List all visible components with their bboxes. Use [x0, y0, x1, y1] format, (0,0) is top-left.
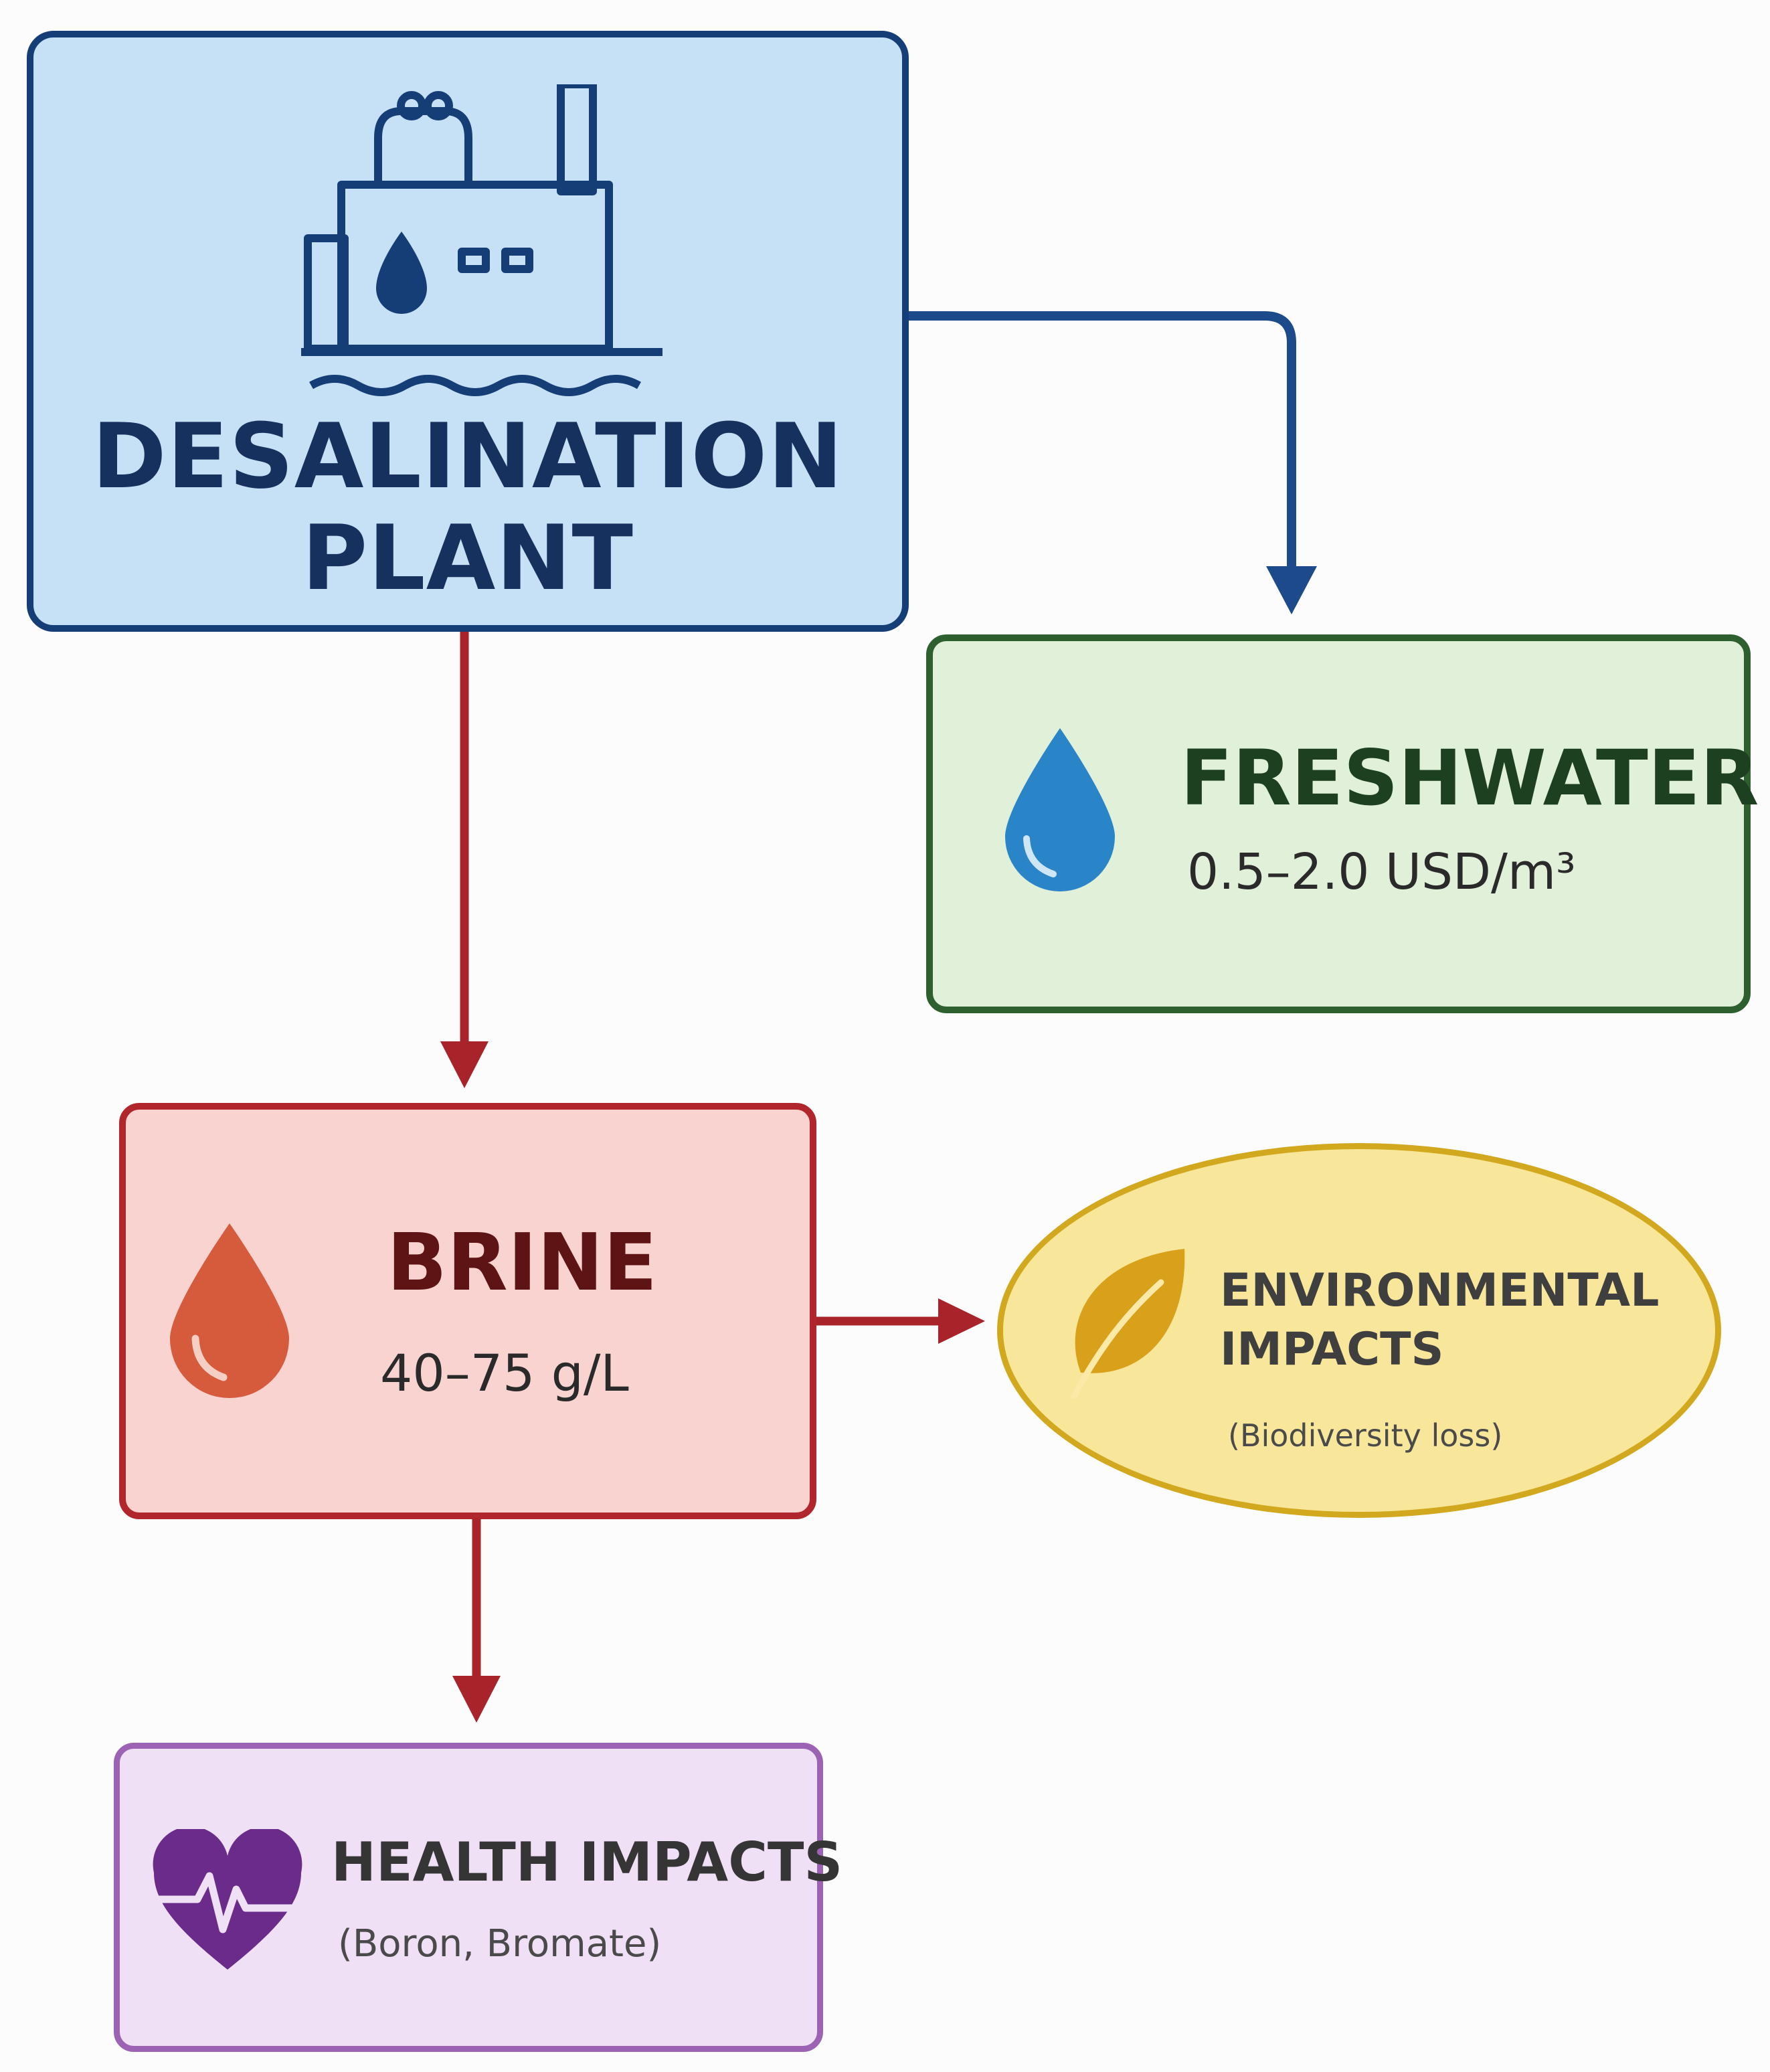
health-impacts-node: HEALTH IMPACTS (Boron, Bromate) — [114, 1743, 843, 2052]
plant-title-line1: DESALINATION — [92, 404, 844, 509]
arrow-plant-to-freshwater — [909, 311, 1317, 614]
freshwater-cost: 0.5–2.0 USD/m³ — [1187, 843, 1576, 901]
arrow-brine-to-health — [452, 1519, 501, 1723]
arrow-plant-to-brine — [440, 632, 489, 1088]
brine-title: BRINE — [387, 1216, 658, 1308]
plant-title-line2: PLANT — [302, 506, 634, 610]
brine-salinity: 40–75 g/L — [380, 1343, 629, 1403]
freshwater-title: FRESHWATER — [1180, 733, 1759, 823]
brine-node: BRINE 40–75 g/L — [119, 1103, 816, 1519]
environmental-title-line1: ENVIRONMENTAL — [1220, 1264, 1660, 1317]
environmental-title-line2: IMPACTS — [1220, 1323, 1444, 1376]
plant-title: DESALINATION PLANT — [33, 406, 902, 609]
desalination-plant-node: DESALINATION PLANT — [27, 31, 909, 632]
environmental-note: (Biodiversity loss) — [1228, 1417, 1503, 1454]
heart-pulse-icon — [152, 1829, 303, 1970]
environmental-impacts-node: ENVIRONMENTAL IMPACTS (Biodiversity loss… — [997, 1143, 1721, 1518]
freshwater-node: FRESHWATER 0.5–2.0 USD/m³ — [926, 634, 1759, 1013]
health-note: (Boron, Bromate) — [338, 1922, 662, 1966]
health-title: HEALTH IMPACTS — [331, 1831, 843, 1893]
arrow-brine-to-environmental — [816, 1298, 985, 1344]
brine-drop-icon — [170, 1223, 289, 1398]
environmental-title: ENVIRONMENTAL IMPACTS — [1220, 1262, 1659, 1379]
water-drop-icon — [1005, 728, 1115, 891]
factory-icon — [301, 84, 662, 396]
leaf-icon — [1071, 1249, 1185, 1399]
